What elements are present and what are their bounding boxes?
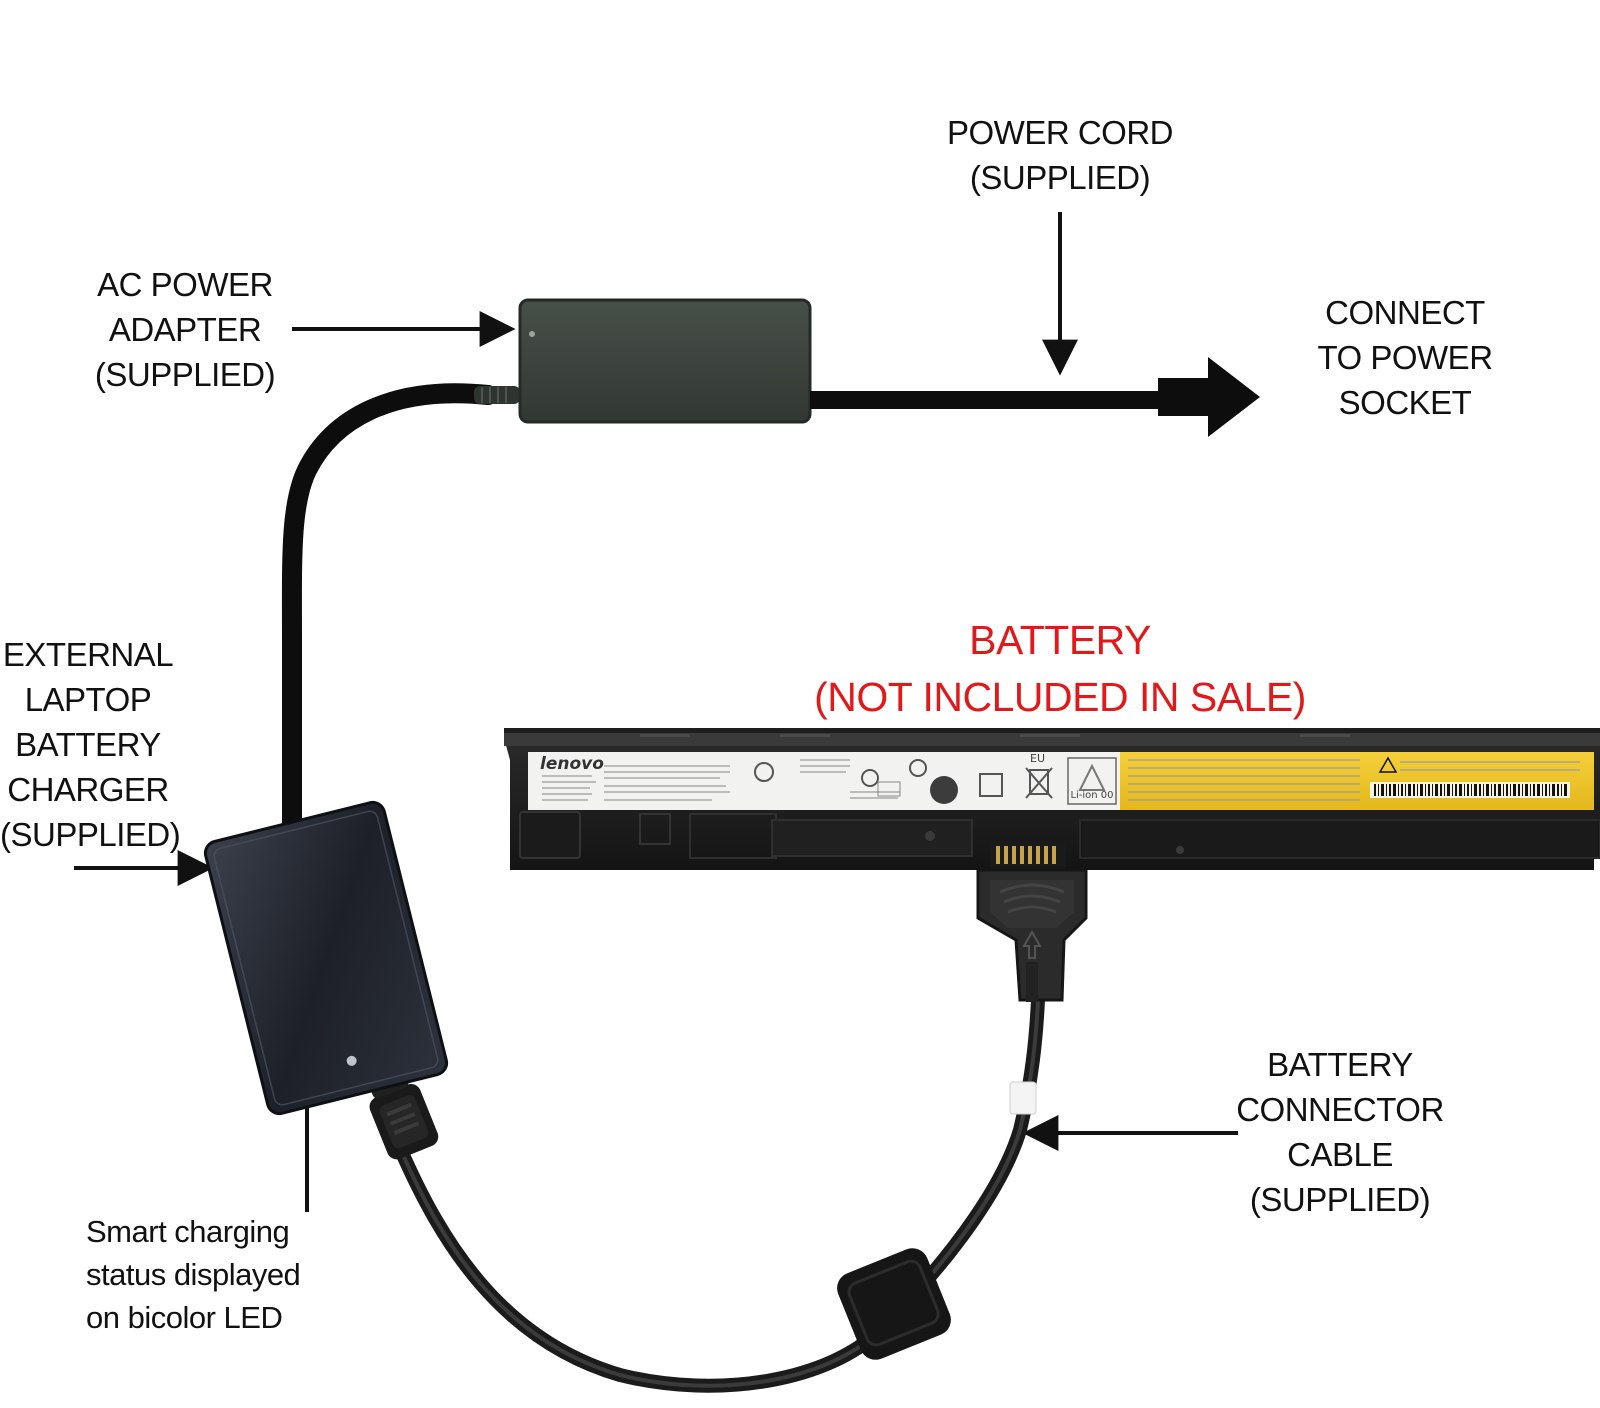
ce-mark-icon — [877, 781, 901, 797]
power-plug-body — [1158, 378, 1208, 416]
label-battery-not-included: BATTERY (NOT INCLUDED IN SALE) — [760, 612, 1360, 726]
dc-cable — [281, 383, 498, 840]
label-external-charger: EXTERNAL LAPTOP BATTERY CHARGER (SUPPLIE… — [0, 632, 181, 857]
external-charger — [203, 800, 449, 1116]
battery-label-yellow — [1120, 752, 1594, 810]
label-smart-led-line3: on bicolor LED — [86, 1300, 283, 1335]
label-connect-line2: TO POWER — [1317, 339, 1493, 376]
label-connector-cable-line4: (SUPPLIED) — [1249, 1181, 1431, 1218]
weee-bin-icon — [1025, 767, 1053, 799]
battery-region-mark: EU — [1030, 752, 1046, 765]
li-ion-recycle-icon — [1067, 757, 1117, 805]
label-connector-cable-line1: BATTERY — [1267, 1046, 1413, 1083]
insert-arrow-icon — [1022, 929, 1042, 959]
battery-barcode — [1370, 782, 1570, 798]
recycle-seal-icon — [930, 776, 958, 804]
cable-white-band — [1009, 1081, 1037, 1115]
battery-li-ion-mark: Li-ion 00 — [1070, 790, 1114, 801]
label-power-cord-line2: (SUPPLIED) — [969, 159, 1151, 196]
label-connect-line3: SOCKET — [1338, 384, 1472, 421]
ac-power-adapter — [518, 298, 812, 424]
power-socket-arrow — [1208, 357, 1260, 437]
label-ac-power-adapter-line2: ADAPTER — [108, 311, 262, 348]
battery-connector-head — [976, 868, 1088, 1002]
label-external-charger-line4: CHARGER — [7, 771, 169, 808]
label-connector-cable-line2: CONNECTOR — [1236, 1091, 1444, 1128]
label-battery-title-line2: (NOT INCLUDED IN SALE) — [814, 674, 1306, 720]
laptop-battery — [504, 728, 1600, 870]
adapter-led-dot — [529, 331, 535, 337]
c-tick-icon — [861, 769, 879, 787]
china-rohs-icon — [979, 773, 1003, 797]
label-ac-power-adapter-line1: AC POWER — [97, 266, 273, 303]
label-external-charger-line3: BATTERY — [15, 726, 161, 763]
label-external-charger-line1: EXTERNAL — [2, 636, 174, 673]
label-connect-line1: CONNECT — [1325, 294, 1485, 331]
label-battery-title-line1: BATTERY — [969, 617, 1151, 663]
label-power-cord-line1: POWER CORD — [947, 114, 1174, 151]
label-external-charger-line5: (SUPPLIED) — [0, 816, 181, 853]
label-battery-connector-cable: BATTERY CONNECTOR CABLE (SUPPLIED) — [1210, 1042, 1470, 1222]
label-smart-led-line1: Smart charging — [86, 1214, 290, 1249]
label-power-cord: POWER CORD (SUPPLIED) — [920, 110, 1200, 200]
warning-icon — [1378, 756, 1398, 773]
label-smart-charging-led: Smart charging status displayed on bicol… — [86, 1210, 366, 1339]
charger-led — [346, 1055, 357, 1066]
label-ac-power-adapter: AC POWER ADAPTER (SUPPLIED) — [60, 262, 310, 397]
kc-mark-icon — [754, 762, 774, 782]
label-connector-cable-line3: CABLE — [1287, 1136, 1393, 1173]
label-smart-led-line2: status displayed — [86, 1257, 301, 1292]
battery-brand-logo: lenovo — [540, 754, 604, 774]
label-connect-to-power-socket: CONNECT TO POWER SOCKET — [1280, 290, 1530, 425]
label-external-charger-line2: LAPTOP — [24, 681, 152, 718]
cycle-5-icon — [909, 759, 927, 777]
label-ac-power-adapter-line3: (SUPPLIED) — [94, 356, 276, 393]
